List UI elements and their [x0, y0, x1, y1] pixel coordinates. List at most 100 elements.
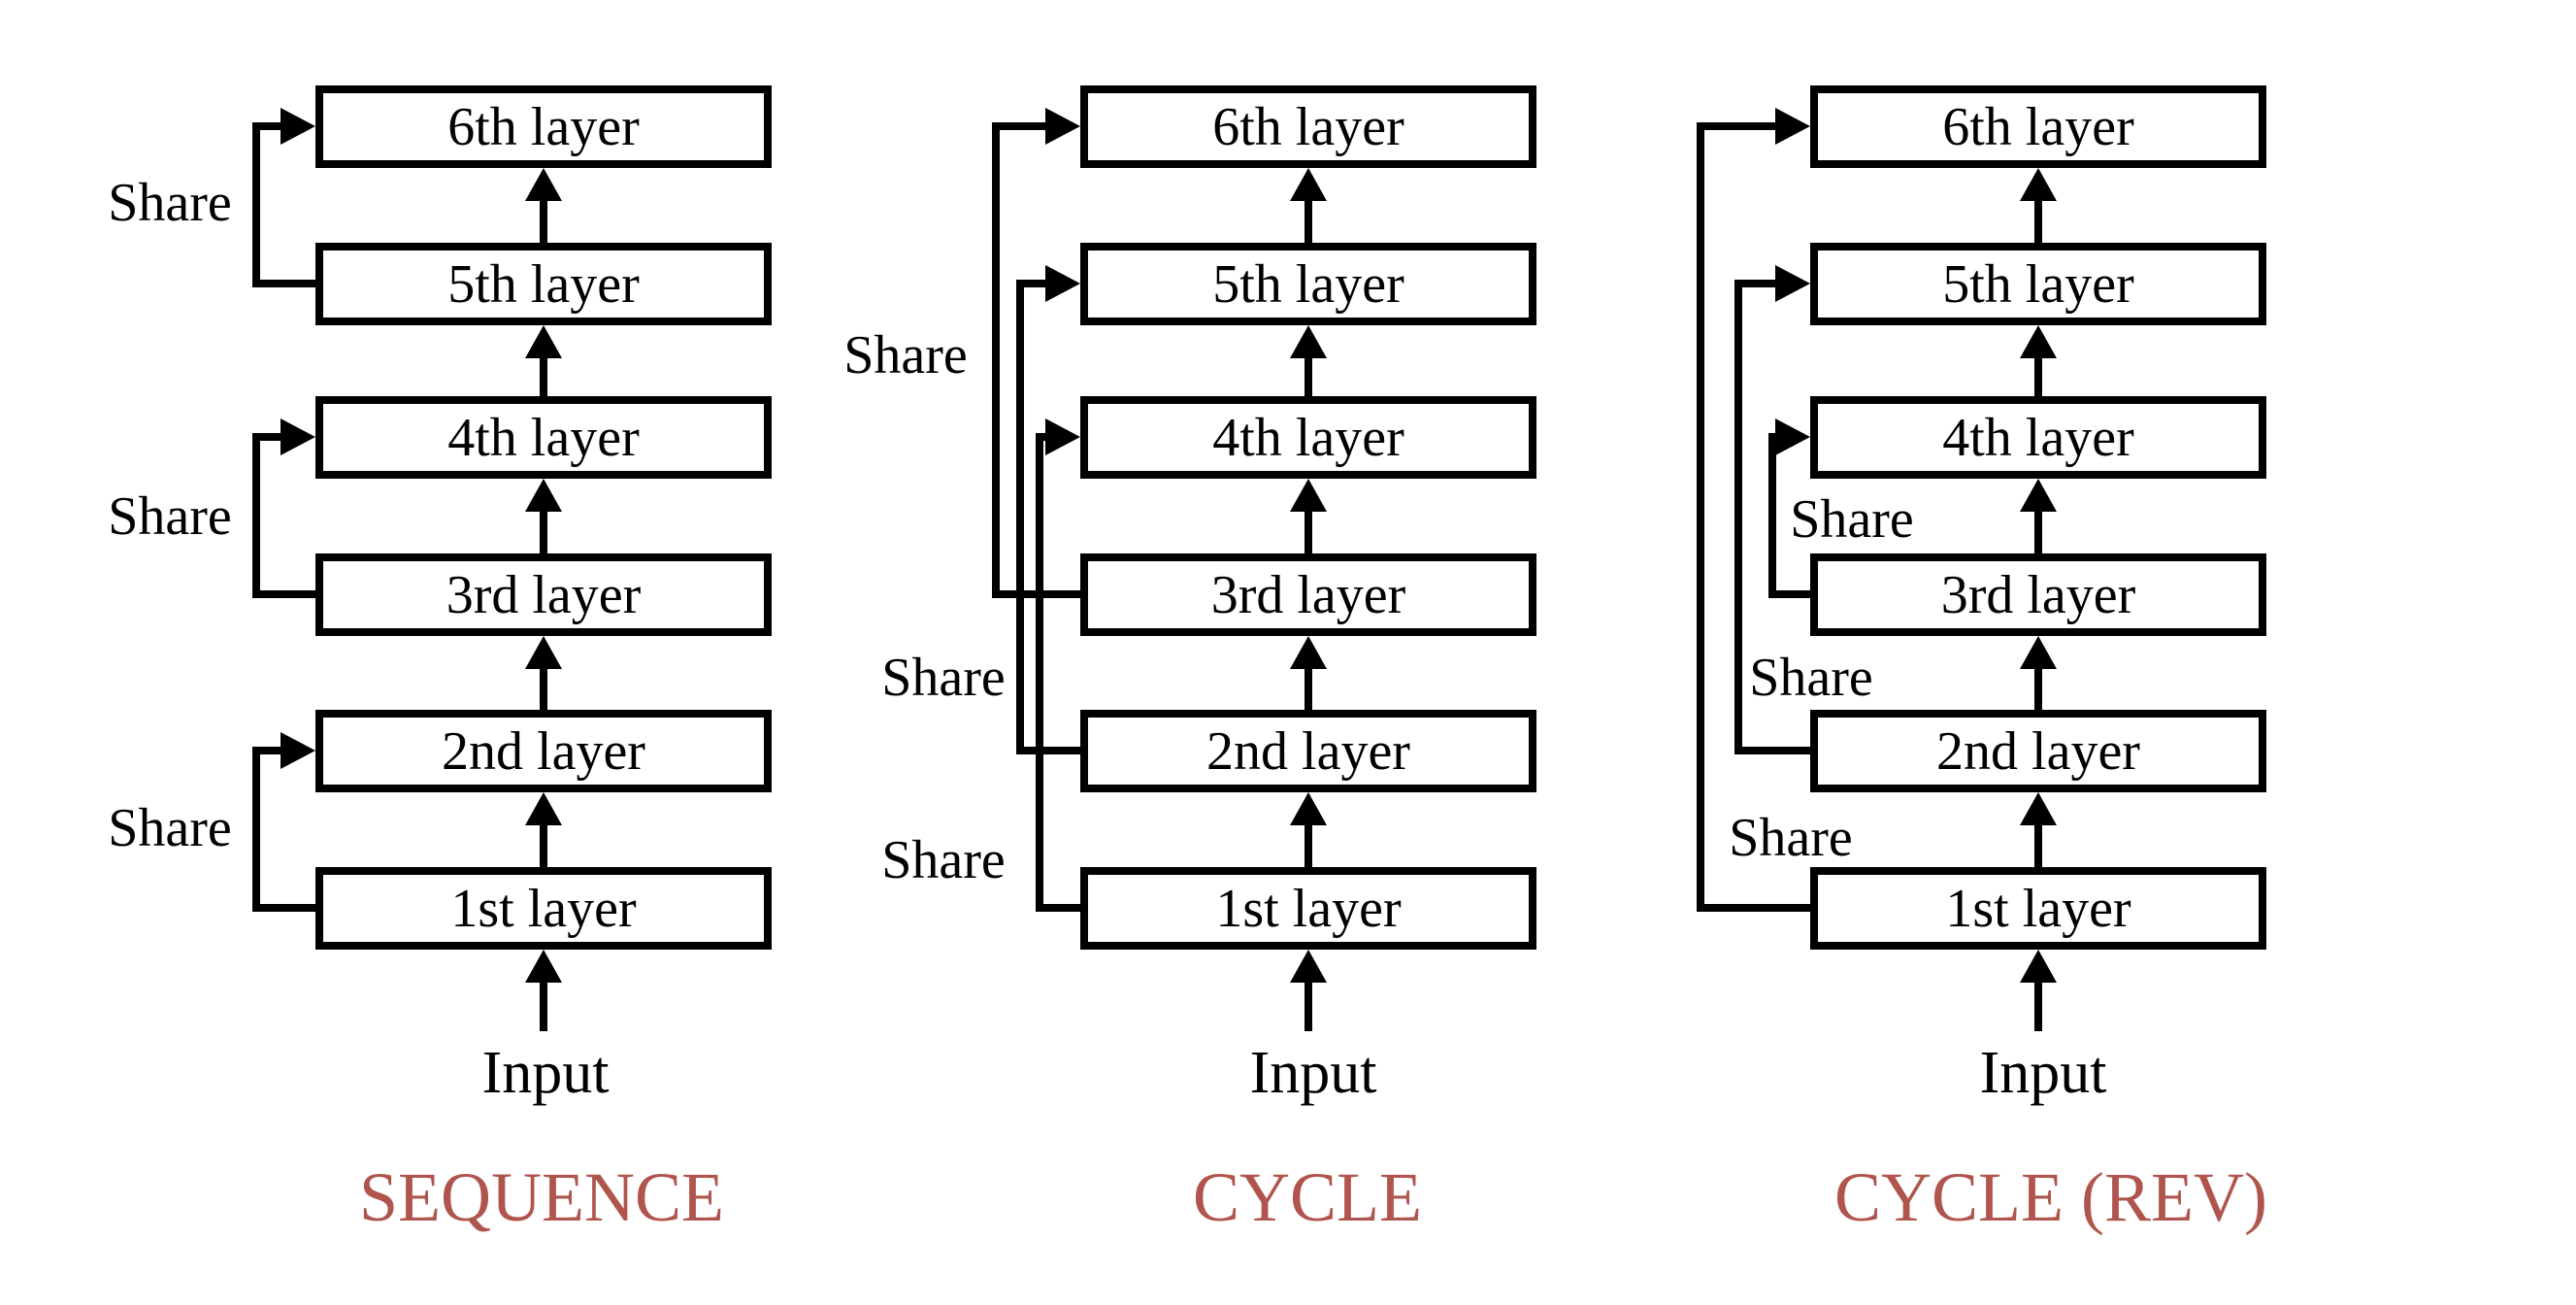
- input-arrow-up-icon: [1290, 950, 1327, 983]
- share-bracket-bottom: [1016, 747, 1088, 754]
- arrow-up-icon: [2020, 168, 2057, 201]
- share-bracket-vertical: [1036, 433, 1043, 912]
- input-arrow-up-icon: [525, 950, 562, 983]
- share-bracket-vertical: [1697, 122, 1704, 912]
- share-arrow-right-icon: [1775, 265, 1810, 302]
- arrow-up-icon: [525, 636, 562, 669]
- input-arrow-shaft: [540, 979, 547, 1031]
- share-bracket-top: [1734, 280, 1784, 287]
- layer-label: 4th layer: [1212, 407, 1404, 468]
- layer-box-3: 3rd layer: [315, 553, 772, 636]
- arrow-shaft: [2034, 508, 2042, 561]
- share-label: Share: [108, 798, 232, 858]
- layer-label: 3rd layer: [446, 564, 642, 625]
- arrow-up-icon: [1290, 325, 1327, 358]
- arrow-shaft: [1305, 354, 1312, 404]
- share-bracket-bottom: [252, 904, 323, 912]
- layer-box-4: 4th layer: [315, 396, 772, 479]
- share-bracket-vertical: [252, 433, 260, 598]
- arrow-up-icon: [2020, 325, 2057, 358]
- share-bracket-top: [1016, 280, 1054, 287]
- share-bracket-top: [252, 433, 289, 441]
- arrow-shaft: [1305, 821, 1312, 875]
- layer-label: 5th layer: [1942, 253, 2134, 315]
- arrow-up-icon: [1290, 479, 1327, 512]
- arrow-2to3-shaft: [540, 197, 547, 251]
- arrow-up-icon: [1290, 792, 1327, 825]
- layer-label: 6th layer: [447, 96, 640, 157]
- share-label: Share: [843, 325, 968, 385]
- share-bracket-bottom: [252, 590, 323, 598]
- layer-label: 6th layer: [1212, 96, 1404, 157]
- arrow-shaft: [1305, 665, 1312, 718]
- layer-label: 1st layer: [1215, 878, 1402, 939]
- input-label: Input: [1979, 1040, 2107, 1106]
- share-arrow-right-icon: [1775, 108, 1810, 145]
- layer-box-2: 2nd layer: [315, 710, 772, 792]
- layer-label: 2nd layer: [1936, 720, 2140, 782]
- layer-box-4: 4th layer: [1080, 396, 1536, 479]
- layer-label: 3rd layer: [1210, 564, 1406, 625]
- share-bracket-bottom: [1768, 590, 1818, 598]
- layer-label: 1st layer: [450, 878, 637, 939]
- input-arrow-shaft: [1305, 979, 1312, 1031]
- share-arrow-right-icon: [281, 732, 315, 769]
- share-arrow-right-icon: [281, 108, 315, 145]
- layer-box-3: 3rd layer: [1810, 553, 2266, 636]
- arrow-up-icon: [525, 168, 562, 201]
- input-arrow-shaft: [2034, 979, 2042, 1031]
- column-title-cycle-rev: CYCLE (REV): [1834, 1158, 2267, 1236]
- layer-label: 1st layer: [1945, 878, 2131, 939]
- arrow-up-icon: [2020, 636, 2057, 669]
- layer-box-3: 3rd layer: [1080, 553, 1536, 636]
- share-bracket-bottom: [252, 280, 323, 287]
- share-bracket-vertical: [1768, 433, 1776, 598]
- layer-label: 4th layer: [1942, 407, 2134, 468]
- arrow-shaft: [540, 354, 547, 404]
- layer-box-1: 1st layer: [315, 867, 772, 950]
- arrow-shaft: [1305, 197, 1312, 251]
- arrow-shaft: [2034, 821, 2042, 875]
- layer-label: 3rd layer: [1940, 564, 2136, 625]
- arrow-up-icon: [1290, 636, 1327, 669]
- layer-label: 2nd layer: [442, 720, 645, 782]
- share-bracket-top: [252, 122, 289, 130]
- arrow-up-icon: [525, 479, 562, 512]
- layer-label: 5th layer: [447, 253, 640, 315]
- share-label: Share: [1749, 648, 1873, 708]
- share-bracket-bottom: [1734, 747, 1818, 754]
- share-bracket-bottom: [1036, 904, 1088, 912]
- layer-label: 5th layer: [1212, 253, 1404, 315]
- layer-box-6: 6th layer: [315, 85, 772, 168]
- layer-box-5: 5th layer: [315, 243, 772, 325]
- input-label: Input: [481, 1040, 610, 1106]
- layer-box-6: 6th layer: [1810, 85, 2266, 168]
- arrow-up-icon: [525, 325, 562, 358]
- arrow-shaft: [2034, 665, 2042, 718]
- layer-box-5: 5th layer: [1810, 243, 2266, 325]
- layer-box-2: 2nd layer: [1810, 710, 2266, 792]
- share-bracket-top: [252, 747, 289, 754]
- share-label: Share: [108, 486, 232, 547]
- arrow-up-icon: [2020, 479, 2057, 512]
- column-title-cycle: CYCLE: [1192, 1158, 1423, 1236]
- layer-label: 4th layer: [447, 407, 640, 468]
- share-label: Share: [1729, 808, 1853, 868]
- share-bracket-top: [992, 122, 1054, 130]
- arrow-shaft: [540, 508, 547, 561]
- share-bracket-top: [1036, 433, 1054, 441]
- share-bracket-vertical: [992, 122, 1000, 598]
- arrow-up-icon: [525, 792, 562, 825]
- layer-box-6: 6th layer: [1080, 85, 1536, 168]
- input-label: Input: [1249, 1040, 1377, 1106]
- share-arrow-right-icon: [1775, 418, 1810, 455]
- arrow-shaft: [2034, 197, 2042, 251]
- layer-box-1: 1st layer: [1080, 867, 1536, 950]
- layer-box-2: 2nd layer: [1080, 710, 1536, 792]
- share-arrow-right-icon: [1045, 265, 1080, 302]
- layer-box-1: 1st layer: [1810, 867, 2266, 950]
- column-title-sequence: SEQUENCE: [359, 1158, 724, 1236]
- layer-label: 6th layer: [1942, 96, 2134, 157]
- share-bracket-vertical: [252, 747, 260, 912]
